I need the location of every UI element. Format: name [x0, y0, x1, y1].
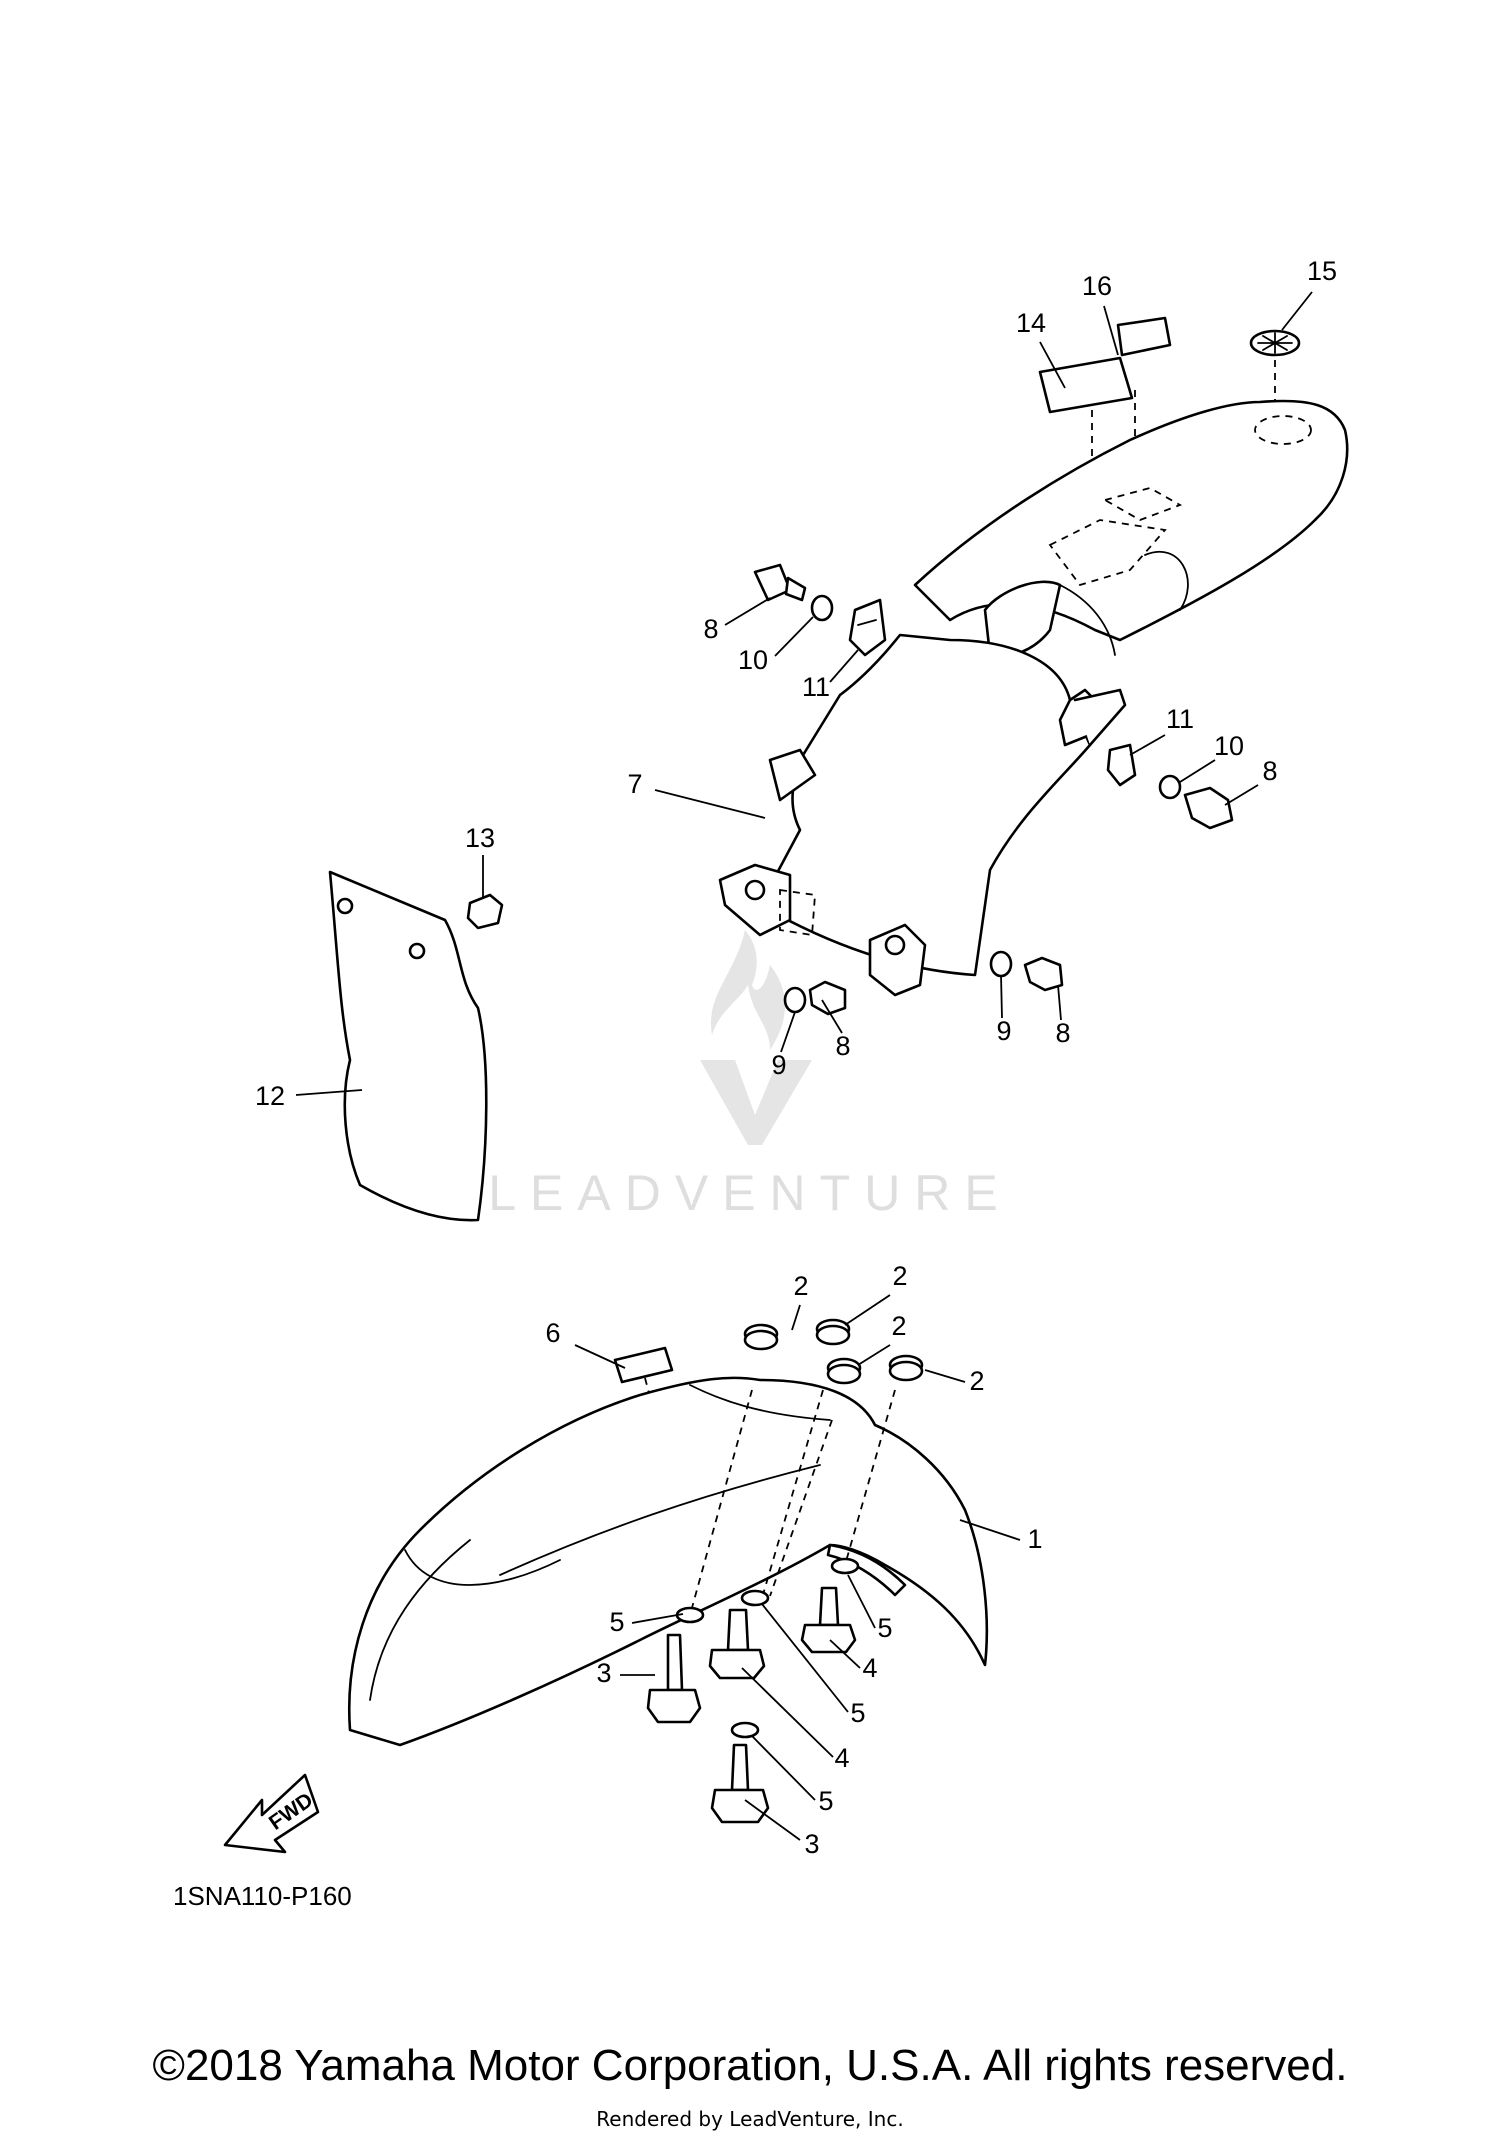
- callout-leader-5: [751, 1735, 816, 1801]
- part-8-bolt-left: [808, 980, 847, 1016]
- part-2-rubber-3: [826, 1357, 862, 1385]
- callout-label-3: 3: [596, 1658, 611, 1688]
- watermark-text: LEADVENTURE: [488, 1165, 1012, 1221]
- leadventure-watermark: LEADVENTURE: [488, 930, 1012, 1221]
- callout-leader-16: [1103, 305, 1119, 356]
- callout-leader-4: [741, 1667, 834, 1758]
- callout-leader-9: [780, 1011, 796, 1053]
- callout-leader-2: [791, 1304, 801, 1331]
- callout-leader-5: [761, 1603, 849, 1713]
- part-9-collar-left: [783, 986, 807, 1014]
- callout-label-4: 4: [834, 1743, 849, 1773]
- part-4-bolt-1: [800, 1586, 857, 1654]
- callout-leader-8: [1057, 984, 1062, 1021]
- part-7-rear-fender: [718, 399, 1349, 997]
- callout-label-5: 5: [850, 1698, 865, 1728]
- part-2-rubber-1: [743, 1323, 779, 1351]
- callout-label-2: 2: [969, 1366, 984, 1396]
- part-11-nut-upper: [848, 598, 887, 657]
- callout-leader-3: [744, 1799, 801, 1841]
- callout-label-2: 2: [892, 1261, 907, 1291]
- rendered-by-notice: Rendered by LeadVenture, Inc.: [596, 2107, 903, 2131]
- callout-label-13: 13: [465, 823, 495, 853]
- callout-label-14: 14: [1016, 308, 1046, 338]
- callout-label-5: 5: [877, 1613, 892, 1643]
- part-11-nut-lower: [1106, 743, 1137, 787]
- callout-leader-10: [1179, 759, 1216, 783]
- part-3-bolt-2: [710, 1743, 770, 1824]
- fwd-arrow-icon: FWD: [223, 1773, 320, 1854]
- callout-label-1: 1: [1027, 1524, 1042, 1554]
- callout-label-2: 2: [793, 1271, 808, 1301]
- callout-label-11: 11: [802, 672, 830, 702]
- part-8-bolt-right: [1183, 786, 1234, 830]
- callout-leader-2: [844, 1294, 891, 1326]
- callout-leader-8: [1224, 784, 1259, 806]
- callout-label-8: 8: [835, 1031, 850, 1061]
- part-8-bolt-mid: [1023, 956, 1064, 992]
- callout-label-10: 10: [738, 645, 768, 675]
- part-2-rubber-4: [888, 1354, 924, 1382]
- callout-label-8: 8: [703, 614, 718, 644]
- callout-label-15: 15: [1307, 256, 1337, 286]
- part-2-rubber-2: [815, 1318, 851, 1346]
- part-13-bolt: [466, 893, 504, 930]
- callout-label-4: 4: [862, 1653, 877, 1683]
- callout-leader-6: [574, 1344, 626, 1369]
- callout-label-12: 12: [255, 1081, 285, 1111]
- part-3-bolt-1: [646, 1633, 702, 1724]
- callout-leader-5: [631, 1613, 684, 1624]
- callout-label-10: 10: [1214, 731, 1244, 761]
- callout-leader-2: [924, 1369, 966, 1383]
- callout-label-11: 11: [1166, 704, 1194, 734]
- callout-leader-11: [1129, 734, 1166, 756]
- part-15-emblem: [1249, 329, 1301, 357]
- callout-leader-11: [829, 649, 859, 683]
- copyright-notice: ©2018 Yamaha Motor Corporation, U.S.A. A…: [153, 2041, 1348, 2090]
- part-4-bolt-2: [708, 1608, 766, 1680]
- part-5-washer-3: [740, 1589, 770, 1607]
- callout-label-7: 7: [627, 769, 642, 799]
- part-9-collar-mid: [989, 950, 1013, 978]
- part-5-washer-4: [730, 1721, 760, 1739]
- diagram-code: 1SNA110-P160: [173, 1881, 352, 1911]
- callout-leader-4: [829, 1639, 861, 1669]
- part-8-bolt-upper: [753, 563, 807, 602]
- callout-leader-14: [1039, 341, 1066, 389]
- callout-label-16: 16: [1082, 271, 1112, 301]
- callout-leader-15: [1281, 291, 1313, 331]
- callout-leader-1: [959, 1519, 1021, 1541]
- part-10-collar-upper: [810, 594, 834, 622]
- callout-label-5: 5: [609, 1607, 624, 1637]
- part-16-decal: [1116, 316, 1172, 357]
- callout-leader-9: [1000, 974, 1003, 1019]
- part-12-flap: [328, 870, 488, 1222]
- part-10-collar-lower: [1158, 774, 1182, 800]
- callout-label-8: 8: [1262, 756, 1277, 786]
- callout-label-6: 6: [545, 1318, 560, 1348]
- callout-leader-10: [774, 616, 814, 657]
- callout-leader-8: [724, 597, 771, 626]
- part-5-washer-2: [830, 1557, 860, 1575]
- callout-label-3: 3: [804, 1829, 819, 1859]
- callout-label-5: 5: [818, 1786, 833, 1816]
- callout-leader-5: [847, 1574, 876, 1629]
- callout-leader-12: [295, 1089, 363, 1096]
- callout-leader-7: [654, 789, 766, 819]
- part-14-decal: [1038, 356, 1134, 414]
- callout-leader-8: [821, 999, 843, 1034]
- callout-label-9: 9: [996, 1016, 1011, 1046]
- callout-leader-2: [857, 1344, 891, 1366]
- callout-label-2: 2: [891, 1311, 906, 1341]
- callout-label-9: 9: [771, 1050, 786, 1080]
- callout-label-8: 8: [1055, 1018, 1070, 1048]
